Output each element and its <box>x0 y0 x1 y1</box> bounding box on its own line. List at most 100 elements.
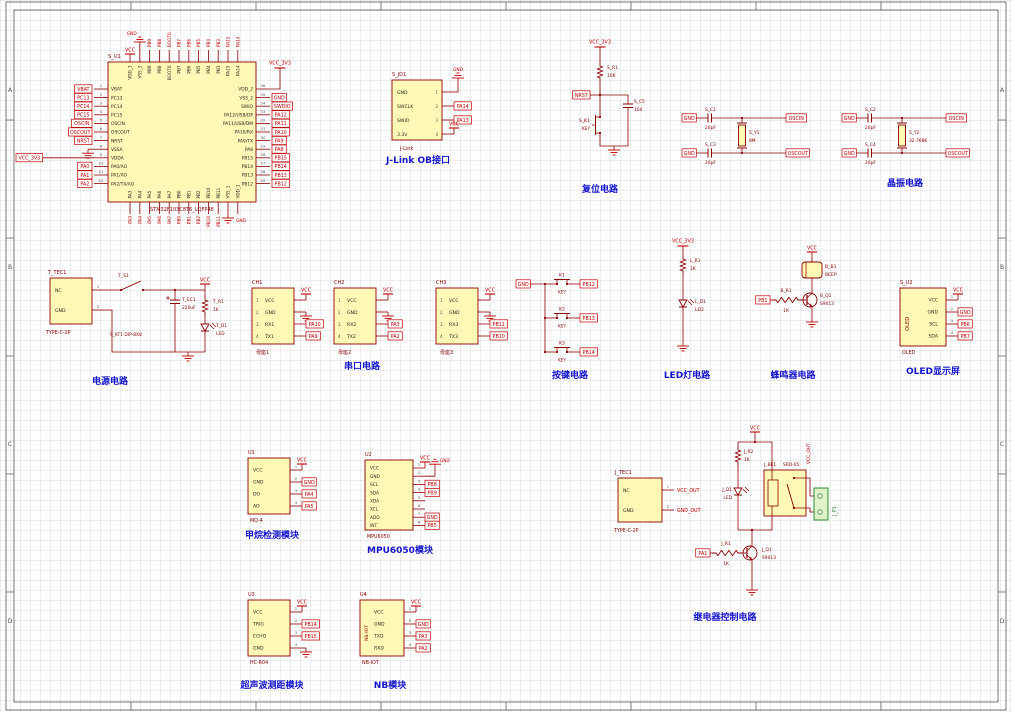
terminal-body[interactable] <box>813 487 829 521</box>
net-label-box[interactable] <box>301 489 317 499</box>
net-label-box[interactable] <box>301 631 320 641</box>
net-label-box[interactable] <box>305 331 321 341</box>
pin-number: 2 <box>435 104 438 109</box>
net-label-box[interactable] <box>945 148 970 158</box>
net-label-box[interactable] <box>271 179 290 188</box>
zone-label: A <box>8 87 13 94</box>
net-label: PA1 <box>80 173 89 179</box>
pin-number: 3 <box>256 322 259 327</box>
pin-name: NRST <box>111 138 123 144</box>
pin-number: 1 <box>951 294 954 299</box>
net-label: PB6 <box>961 322 970 328</box>
net-label-box[interactable] <box>489 319 508 329</box>
pin-name: ADO <box>370 515 380 521</box>
pin-number: 7 <box>418 511 421 516</box>
net-label-box[interactable] <box>785 148 810 158</box>
pin-name: PB1 <box>186 190 191 198</box>
net-label-box[interactable] <box>271 170 290 180</box>
net-label-box[interactable] <box>424 488 440 497</box>
ref-value: 32.768K <box>909 138 927 144</box>
net-label-box[interactable] <box>271 136 287 145</box>
led-symbol[interactable] <box>200 323 210 332</box>
net-label-box[interactable] <box>301 619 320 629</box>
net-label-box[interactable] <box>579 313 598 323</box>
net-label-box[interactable] <box>957 331 973 341</box>
header-body[interactable] <box>435 287 479 345</box>
net-label-box[interactable] <box>424 520 440 530</box>
pin-number: 28 <box>261 152 266 157</box>
module-title-ultra: 超声波测距模块 <box>240 681 304 691</box>
net-label-box[interactable] <box>271 144 287 154</box>
net-label-box[interactable] <box>957 307 973 317</box>
jlink-body[interactable] <box>391 79 443 141</box>
net-label-box[interactable] <box>301 477 317 487</box>
net-label: PB15 <box>305 634 317 640</box>
net-label-box[interactable] <box>301 501 317 511</box>
buzzer-body[interactable] <box>801 261 823 279</box>
net-label-box[interactable] <box>74 136 93 145</box>
oled-body[interactable] <box>899 287 947 347</box>
ref-designator: T_S1 <box>117 273 129 279</box>
power-label: VCC_3V3 <box>269 61 291 67</box>
header-body[interactable] <box>251 287 295 345</box>
crystal-body[interactable] <box>898 124 906 147</box>
net-label-box[interactable] <box>579 347 598 357</box>
net-label-box[interactable] <box>415 619 431 629</box>
net-label-box[interactable] <box>957 319 973 329</box>
pin-name: VCC <box>253 468 263 474</box>
net-label-box[interactable] <box>415 631 431 641</box>
net-label-box[interactable] <box>453 115 472 125</box>
net-label-box[interactable] <box>77 161 93 171</box>
symbol-line <box>744 486 750 492</box>
net-label-box[interactable] <box>71 118 93 128</box>
net-label-box[interactable] <box>271 101 293 111</box>
net-label-box[interactable] <box>271 118 290 128</box>
net-label-box[interactable] <box>77 179 93 188</box>
net-label-box[interactable] <box>271 127 290 137</box>
pin-name: BOOT0 <box>167 65 172 80</box>
led-symbol[interactable] <box>678 299 688 308</box>
ultrasonic-body[interactable] <box>247 599 291 657</box>
net-label-box[interactable] <box>74 101 93 111</box>
net-label-box[interactable] <box>945 113 967 123</box>
mpu-body[interactable] <box>364 459 414 531</box>
relay-body[interactable] <box>763 469 807 517</box>
net-label-box[interactable] <box>305 319 324 329</box>
net-label: PA6 <box>157 216 162 224</box>
net-label-box[interactable] <box>77 170 93 180</box>
net-label-box[interactable] <box>415 643 431 653</box>
pin-name: TX2 <box>346 334 356 340</box>
crystal-body[interactable] <box>738 124 746 147</box>
net-label-box[interactable] <box>271 110 290 120</box>
net-label-box[interactable] <box>271 153 290 163</box>
header-body[interactable] <box>333 287 377 345</box>
pin-name: PA14 <box>235 65 240 76</box>
net-label-box[interactable] <box>453 101 472 111</box>
net-label-box[interactable] <box>579 279 598 289</box>
net-label-box[interactable] <box>74 110 93 120</box>
pin-number: 36 <box>261 83 266 88</box>
net-label-box[interactable] <box>271 161 290 171</box>
wire <box>425 464 436 477</box>
typec-body[interactable] <box>49 277 93 325</box>
part-designator: U1 <box>248 450 255 456</box>
net-label: PB13 <box>583 316 595 322</box>
pin-number: 34 <box>261 100 266 105</box>
mq4-body[interactable] <box>247 457 291 515</box>
nb-body[interactable] <box>359 599 405 657</box>
mcu-body[interactable] <box>107 61 257 203</box>
pin-name: PB4 <box>206 65 211 73</box>
pin-number: 1 <box>97 284 100 289</box>
typec-body[interactable] <box>617 477 663 523</box>
net-label-box[interactable] <box>68 127 93 137</box>
net-label-box[interactable] <box>74 84 93 94</box>
net-label-box[interactable] <box>785 113 807 123</box>
net-label-box[interactable] <box>271 93 287 102</box>
net-label-box[interactable] <box>74 93 93 102</box>
net-label: GND <box>418 622 429 628</box>
led-symbol[interactable] <box>733 487 743 496</box>
net-label-box[interactable] <box>387 319 403 329</box>
zone-label: B <box>1000 264 1004 271</box>
net-label-box[interactable] <box>489 331 508 341</box>
net-label-box[interactable] <box>387 331 403 341</box>
